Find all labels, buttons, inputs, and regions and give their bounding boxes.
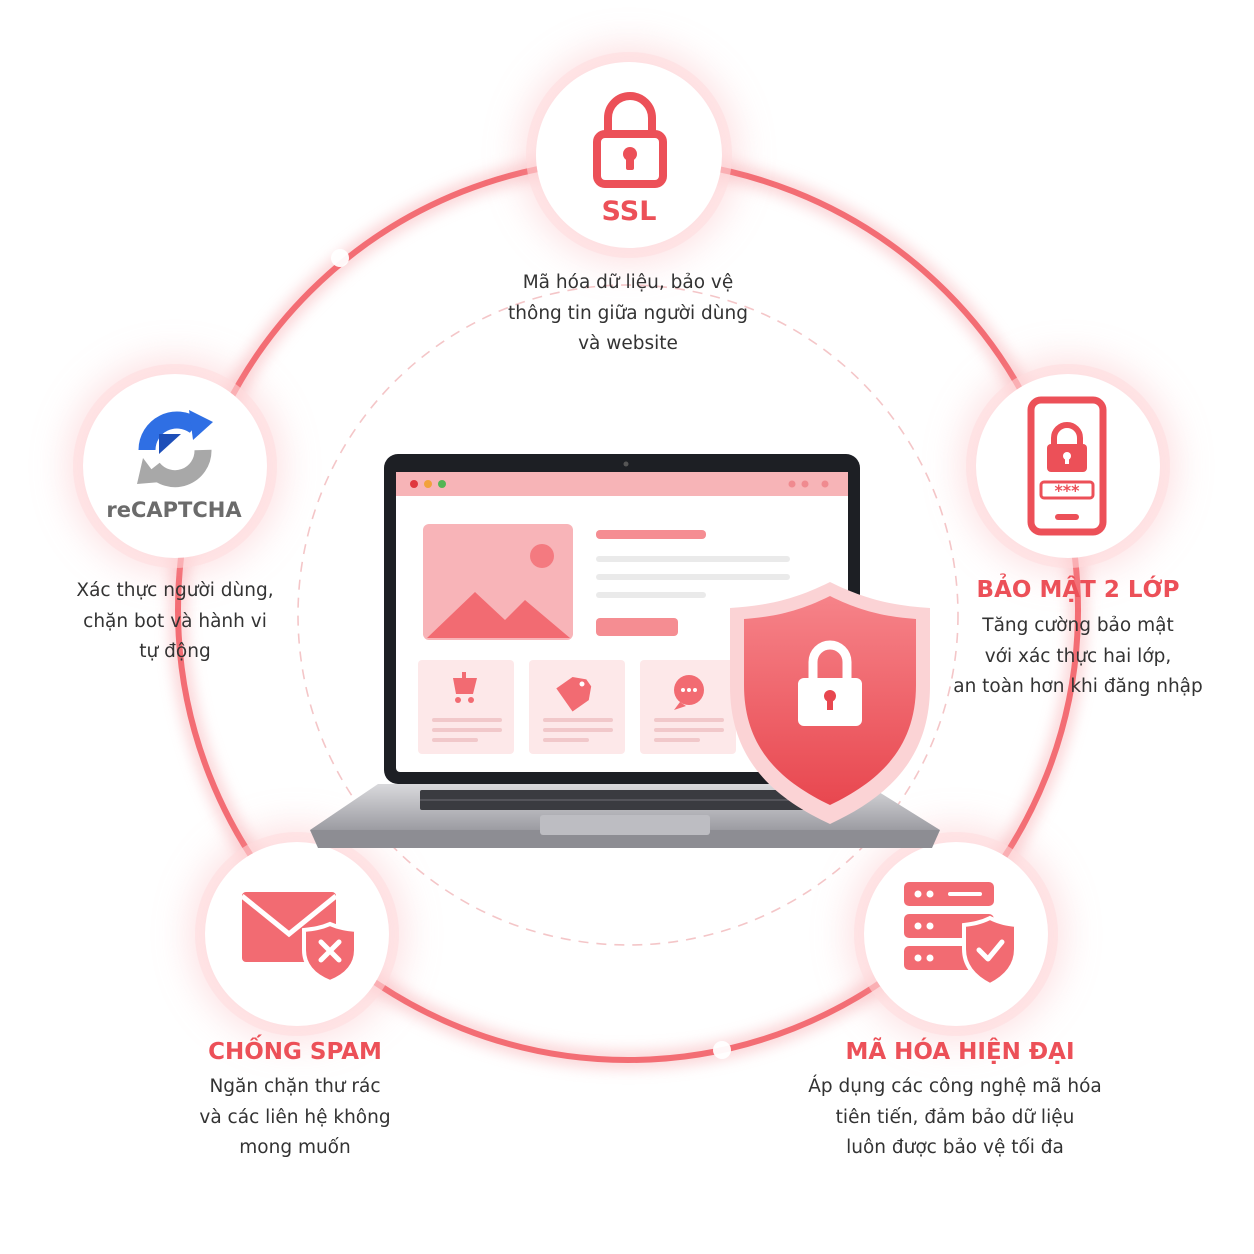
encryption-description: Áp dụng các công nghệ mã hóa tiên tiến, …	[808, 1076, 1102, 1158]
anti-spam-description: Ngăn chặn thư rác và các liên hệ không m…	[199, 1076, 391, 1158]
recaptcha-logo-icon	[137, 410, 213, 488]
ring-dot	[205, 605, 219, 619]
recaptcha-logo-text: reCAPTCHA	[106, 498, 242, 522]
image-icon	[423, 524, 573, 640]
two-factor-title: BẢO MẬT 2 LỚP	[976, 577, 1180, 603]
tag-icon	[556, 676, 592, 712]
server-shield-icon	[904, 882, 1018, 988]
cart-icon	[453, 672, 477, 703]
recaptcha-description: Xác thực người dùng, chặn bot và hành vi…	[76, 580, 274, 662]
laptop-icon	[310, 454, 940, 848]
shield-lock-icon	[730, 582, 930, 824]
ssl-description: Mã hóa dữ liệu, bảo vệ thông tin giữa ng…	[508, 272, 748, 354]
encryption-title: MÃ HÓA HIỆN ĐẠI	[845, 1039, 1075, 1065]
phone-lock-icon: ***	[1027, 396, 1107, 536]
recaptcha-node	[83, 374, 267, 558]
ring-dot	[331, 249, 349, 267]
two-factor-description: Tăng cường bảo mật với xác thực hai lớp,…	[953, 615, 1203, 697]
anti-spam-title: CHỐNG SPAM	[208, 1039, 382, 1065]
padlock-icon	[593, 92, 667, 188]
inner-dashed-circle	[297, 284, 959, 946]
pin-mask-text: ***	[1054, 481, 1080, 500]
envelope-block-icon	[240, 892, 358, 985]
chat-icon	[674, 675, 704, 710]
ssl-title: SSL	[601, 196, 657, 227]
ring-dot	[713, 1041, 731, 1059]
